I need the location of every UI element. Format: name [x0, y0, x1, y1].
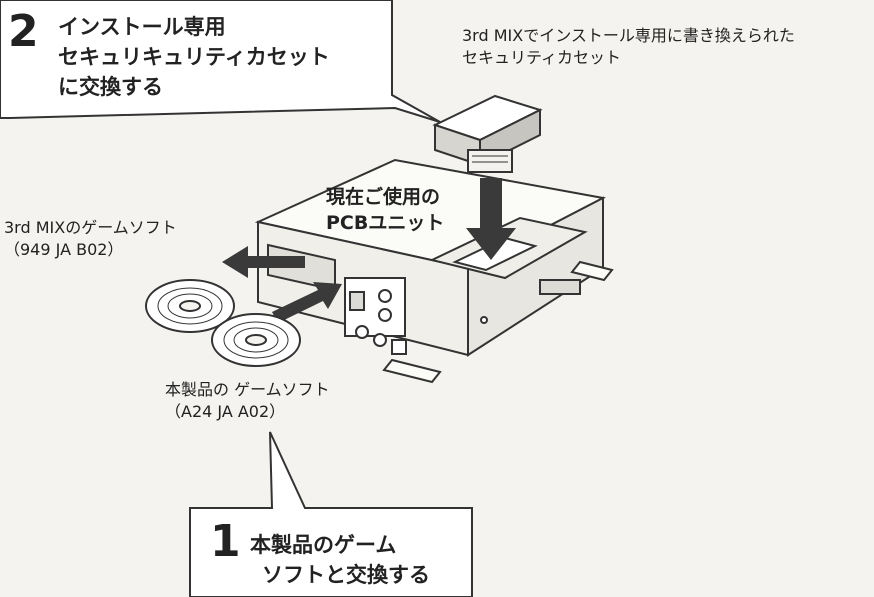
old-soft-line2: （949 JA B02） [4, 240, 124, 259]
cassette-caption-line1: 3rd MIXでインストール専用に書き換えられた [462, 26, 795, 45]
insert-cassette-arrow [466, 178, 516, 260]
step1-number: 1 [210, 516, 241, 567]
new-soft-line1: 本製品の ゲームソフト [165, 380, 330, 399]
step1-callout [189, 431, 473, 597]
remove-disc-arrow [222, 246, 305, 278]
insert-disc-arrow [272, 282, 342, 323]
step1-line2: ソフトと交換する [262, 563, 430, 587]
old-game-disc [145, 279, 235, 333]
cassette-caption-line2: セキュリティカセット [462, 48, 622, 67]
pcb-label-line1: 現在ご使用の [326, 186, 441, 208]
new-soft-line2: （A24 JA A02） [165, 402, 286, 421]
security-cassette [432, 94, 543, 173]
step2-line1: インストール専用 [58, 15, 226, 39]
step2-number: 2 [8, 6, 39, 57]
new-game-disc [211, 313, 301, 367]
step2-line3: に交換する [58, 75, 163, 99]
old-soft-line1: 3rd MIXのゲームソフト [4, 218, 177, 237]
step2-line2: セキュリキュリティカセット [58, 45, 330, 69]
step2-callout [0, 0, 441, 123]
pcb-label-line2: PCBユニット [326, 212, 445, 234]
step1-line1: 本製品のゲーム [250, 533, 397, 557]
